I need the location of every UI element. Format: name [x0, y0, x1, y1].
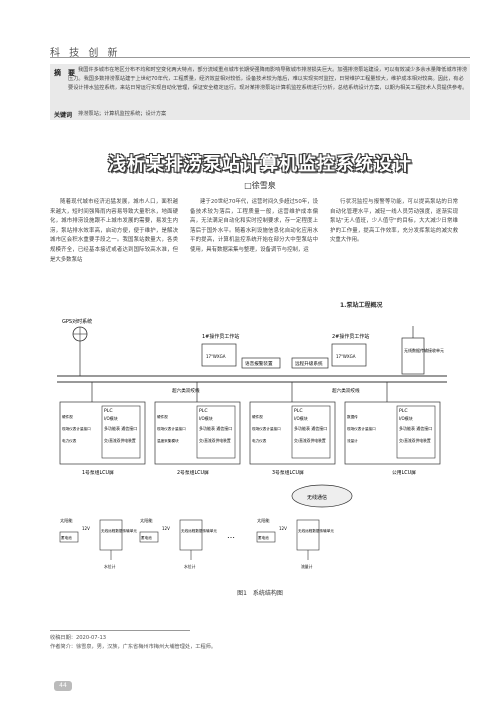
lcu1-plc: PLC — [104, 408, 113, 414]
abstract-text: 我国许多城市在地区分布不均和时空变化两大特点，部分流域重点城市长期受强降雨影响导… — [68, 67, 468, 91]
section-header: 科 技 创 新 — [50, 48, 121, 59]
body-column-3-text: 行状况监控与报警等功能，可以提高泵站的日常自动化管理水平，减轻一线人员劳动强度，… — [330, 199, 458, 244]
net-label-1: 超六类双绞线 — [172, 387, 200, 394]
lcu3-caption: 3号泵组LCU屏 — [272, 469, 304, 476]
gps-icon — [72, 326, 88, 342]
lcu3-io: I/O模块 — [294, 415, 308, 421]
lcu1-comm: 多功能表 通信接口 — [104, 425, 137, 431]
ellipsis-label: … — [227, 531, 235, 540]
lcu2-temp: 温度采集模块 — [157, 438, 179, 443]
lcu3-comm: 多功能表 通信接口 — [294, 425, 327, 431]
lcu3-plc: PLC — [294, 408, 303, 414]
wireless-receiver-box — [401, 337, 425, 375]
lcu1-ac: 交/直流双供电装置 — [104, 438, 136, 443]
lcu3-tv: 硬件视 — [252, 414, 263, 419]
lcu2-caption: 2号泵组LCU屏 — [177, 469, 209, 476]
ws2-monitor-icon — [331, 343, 367, 367]
lcu-pub-comm: 多功能表 通信接口 — [399, 425, 432, 431]
article-title: 浅析某排涝泵站计算机监控系统设计 — [108, 154, 412, 175]
rs3-v12: 12V — [279, 526, 287, 531]
lcu1-caption: 1号泵组LCU屏 — [82, 469, 114, 476]
rs1-battery: 蓄电池 — [61, 535, 72, 540]
voice-alarm-label: 语音报警装置 — [245, 360, 273, 367]
abstract-box: 摘 要 我国许多城市在地区分布不均和时空变化两大特点，部分流域重点城市长期受强降… — [50, 64, 470, 120]
lcu3-ac: 交/直流双供电装置 — [294, 438, 326, 443]
author-info: 作者简介：徐雪泉，男，汉族，广东省梅州市梅州大埔管理处，工程师。 — [50, 644, 217, 650]
rs2-v12: 12V — [162, 526, 170, 531]
lcu2-tv: 硬件视 — [157, 414, 168, 419]
body-column-3: 行状况监控与报警等功能，可以提高泵站的日常自动化管理水平，减轻一线人员劳动强度，… — [330, 198, 458, 246]
ws1-monitor-icon — [201, 343, 237, 367]
rs2-level: 水位计 — [184, 564, 196, 569]
cloud-label: 无线通信 — [307, 494, 327, 501]
rs3-flow: 流量计 — [301, 564, 313, 569]
ws2-monitor-label: 17"WXGA — [336, 354, 356, 359]
gps-label: GPS对时系统 — [62, 318, 92, 325]
header-divider — [50, 57, 470, 58]
lcu2-io: I/O模块 — [199, 415, 213, 421]
ws2-label: 2#操作员工作站 — [332, 333, 369, 340]
lcu1-tv: 硬件视 — [62, 414, 73, 419]
wireless-cloud-icon — [291, 484, 353, 508]
remote-station-1: 太阳能 蓄电池 12V 无线远程数据传输单元 水位计 — [59, 517, 137, 569]
body-column-2: 建于20世纪70年代，运营时间久多超过50年，设备技术较为落后，工程质量一般，运… — [190, 199, 318, 253]
lcu-pub-flow: 流量计 — [347, 438, 358, 443]
lcu2-metering: 现场仪表计量接口 — [157, 426, 186, 431]
lcu-pub-plc: PLC — [399, 408, 408, 414]
net-label-2: 超六类双绞线 — [332, 387, 360, 394]
lcu-pub-metering: 现场仪表计量接口 — [347, 426, 376, 431]
lcu-panel-1: PLC I/O模块 多功能表 通信接口 交/直流双供电装置 硬件视 现场仪表计量… — [59, 382, 146, 465]
rs3-battery: 蓄电池 — [258, 535, 269, 540]
rs2-solar: 太阳能 — [140, 517, 153, 524]
rs1-solar: 太阳能 — [60, 517, 73, 524]
lcu-panel-3: PLC I/O模块 多功能表 通信接口 交/直流双供电装置 硬件视 现场仪表计量… — [249, 382, 336, 465]
rs1-v12: 12V — [82, 526, 90, 531]
lcu3-metering: 现场仪表计量接口 — [252, 426, 281, 431]
lcu1-power: 电力仪表 — [62, 438, 77, 443]
remote-station-2: 太阳能 蓄电池 12V 无线远程数据传输单元 水位计 — [139, 517, 217, 569]
article-author: □徐雪泉 — [244, 181, 276, 190]
system-diagram: GPS对时系统 1#操作员工作站 17"WXGA 语音报警装置 2#操作员工作站… — [57, 318, 447, 569]
section-heading: 1.泵站工程概况 — [340, 302, 383, 309]
lcu-panel-public: PLC I/O模块 多功能表 通信接口 交/直流双供电装置 数据传 现场仪表计量… — [344, 382, 441, 465]
rs3-rtu: 无线远程数据传输单元 — [298, 528, 334, 533]
rs3-solar: 太阳能 — [257, 517, 270, 524]
keywords-text: 排涝泵站；计算机监控系统；设计方案 — [78, 111, 167, 117]
rs2-rtu: 无线远程数据传输单元 — [181, 528, 217, 533]
lcu-pub-ac: 交/直流双供电装置 — [399, 438, 431, 443]
rs1-rtu: 无线远程数据传输单元 — [101, 528, 137, 533]
upgrade-label: 远程升级系统 — [295, 360, 323, 367]
abstract-label: 摘 要 — [54, 69, 75, 77]
lcu2-plc: PLC — [199, 408, 208, 414]
voice-alarm-box — [241, 357, 281, 369]
lcu-pub-io: I/O模块 — [399, 415, 413, 421]
lcu2-comm: 多功能表 通信接口 — [199, 425, 232, 431]
lcu1-metering: 现场仪表计量接口 — [62, 426, 91, 431]
lcu3-power: 电力仪表 — [252, 438, 267, 443]
figure-caption: 图1 系统结构图 — [237, 590, 283, 597]
rs1-level: 水位计 — [104, 564, 116, 569]
body-column-1: 随着现代城市经济迅猛发展，城市人口，面积越来越大，短时间强降雨内容易导致大量积水… — [50, 199, 178, 263]
remote-station-3: 太阳能 蓄电池 12V 无线远程数据传输单元 流量计 — [256, 517, 334, 569]
lcu-panel-2: PLC I/O模块 多功能表 通信接口 交/直流双供电装置 硬件视 现场仪表计量… — [154, 382, 241, 465]
rs2-battery: 蓄电池 — [141, 535, 152, 540]
lcu1-io: I/O模块 — [104, 415, 118, 421]
ws1-label: 1#操作员工作站 — [202, 333, 239, 340]
ws1-monitor-label: 17"WXGA — [206, 354, 226, 359]
lcu-pub-caption: 公用LCU屏 — [392, 470, 416, 476]
lcu-pub-display: 数据传 — [347, 414, 358, 419]
keywords-label: 关键词 — [54, 112, 73, 119]
received-date: 收稿日期：2020-07-13 — [50, 635, 107, 641]
upgrade-box — [291, 357, 329, 369]
lcu2-ac: 交/直流双供电装置 — [199, 438, 231, 443]
wireless-receiver-label: 无线数据传输接收单元 — [404, 347, 444, 353]
footnote-divider — [50, 630, 190, 631]
page-number: 44 — [54, 681, 72, 691]
